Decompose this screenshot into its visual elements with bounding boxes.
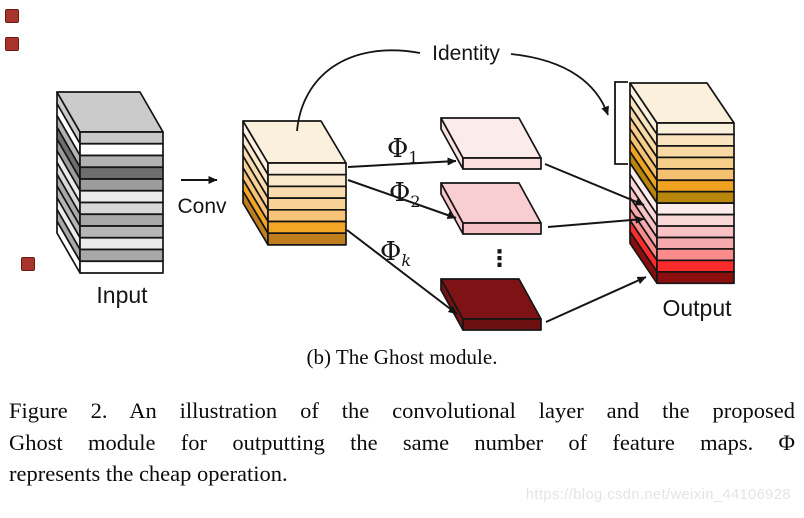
- figure-caption-line: Figure 2. An illustration of the convolu…: [9, 398, 795, 423]
- figure-caption-line: represents the cheap operation.: [9, 461, 288, 486]
- ghostk-to-output-arrow: [545, 276, 647, 323]
- ghost2-to-output-arrow: [547, 215, 645, 228]
- output-stack: [629, 82, 735, 285]
- input-stack-layer: [79, 178, 164, 192]
- input-stack-layer: [79, 248, 164, 263]
- ghost-map-slabs: [440, 117, 542, 331]
- input-stack-layer: [79, 201, 164, 216]
- input-stack-layer: [79, 154, 164, 169]
- conv-output-stack-layer: [267, 220, 347, 235]
- csdn-watermark: https://blog.csdn.net/weixin_44106928: [525, 487, 791, 503]
- output-stack-layer: [656, 122, 735, 136]
- identity-label: Identity: [432, 42, 500, 65]
- conv-output-stack-layer: [267, 162, 347, 176]
- conv-label: Conv: [177, 195, 227, 218]
- identity-curve-left: [296, 49, 421, 132]
- subfigure-caption: (b) The Ghost module.: [306, 345, 498, 369]
- input-stack-layer: [79, 260, 164, 274]
- output-label: Output: [662, 295, 732, 321]
- ghost-map-1-front: [462, 157, 542, 170]
- input-stack-layer: [79, 189, 164, 204]
- phi-k-label: Φk: [380, 237, 411, 270]
- figure-caption: Figure 2. An illustration of the convolu…: [9, 395, 795, 490]
- red-square-icon: [21, 257, 35, 271]
- conv-output-stack-layer: [267, 208, 347, 223]
- input-stack: [56, 91, 164, 274]
- input-stack-layer: [79, 225, 164, 239]
- red-square-icon: [5, 37, 19, 51]
- conv-output-stack-layer: [267, 185, 347, 199]
- output-stack-layer: [656, 225, 735, 239]
- output-stack-layer: [656, 248, 735, 262]
- red-square-icon: [5, 9, 19, 23]
- input-stack-layer: [79, 166, 164, 180]
- phi-2-arrow: [347, 179, 457, 219]
- identity-bracket: [614, 81, 628, 165]
- output-stack-layer: [656, 179, 735, 193]
- phi-k-arrow: [346, 229, 458, 315]
- figure-caption-line: Ghost module for outputting the same num…: [9, 429, 795, 455]
- conv-output-stack-layer: [267, 232, 347, 246]
- output-stack-layer: [656, 202, 735, 216]
- output-stack-layer: [656, 271, 735, 285]
- input-stack-layer: [79, 236, 164, 251]
- ghost-map-3-front: [462, 318, 542, 331]
- input-stack-layer: [79, 142, 164, 157]
- identity-curve-right-arrow: [510, 53, 609, 116]
- phi-1-label: Φ1: [387, 134, 419, 167]
- vertical-ellipsis: ⋮: [488, 246, 511, 272]
- conv-output-stack-layer: [267, 197, 347, 211]
- phi-2-label: Φ2: [389, 178, 421, 211]
- output-stack-layer: [656, 145, 735, 159]
- output-stack-layer: [656, 190, 735, 204]
- output-stack-layer: [656, 236, 735, 250]
- input-stack-layer: [79, 213, 164, 227]
- conv-output-stack: [242, 120, 347, 246]
- output-stack-layer: [656, 213, 735, 227]
- conv-output-stack-layer: [267, 173, 347, 188]
- output-stack-layer: [656, 133, 735, 147]
- output-stack-layer: [656, 167, 735, 182]
- output-stack-layer: [656, 156, 735, 170]
- output-stack-layer: [656, 259, 735, 273]
- ghost-module-diagram: Identity Conv Input Output Φ1 Φ2 Φk ⋮: [56, 42, 735, 331]
- input-stack-layer: [79, 131, 164, 145]
- phi-1-arrow: [347, 157, 457, 168]
- input-label: Input: [96, 282, 148, 308]
- ghost1-to-output-arrow: [544, 163, 645, 206]
- ghost-map-2-front: [462, 222, 542, 235]
